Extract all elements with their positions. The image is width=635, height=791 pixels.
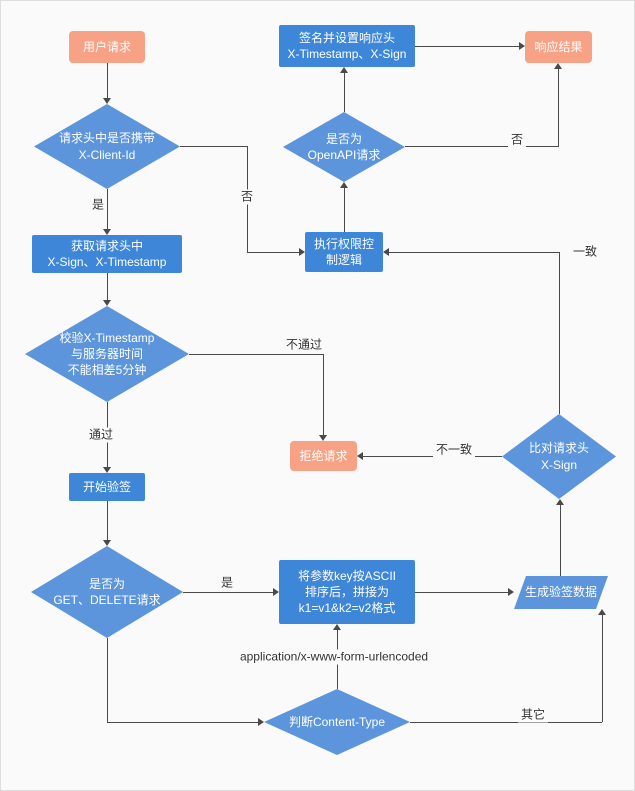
node-check-timestamp-label: 校验X-Timestamp 与服务器时间 不能相差5分钟 xyxy=(59,330,155,378)
node-user-request: 用户请求 xyxy=(69,31,145,63)
flow-line xyxy=(389,252,559,253)
flow-line xyxy=(107,638,108,722)
arrowhead xyxy=(598,609,606,615)
arrowhead xyxy=(340,182,348,188)
flow-line xyxy=(410,722,602,723)
edge-label-content-type-other: 其它 xyxy=(517,707,549,723)
flow-line xyxy=(415,592,508,593)
arrowhead xyxy=(103,467,111,473)
flow-line xyxy=(363,456,502,457)
edge-label-client-id-yes: 是 xyxy=(88,197,108,213)
flow-line xyxy=(247,252,299,253)
arrowhead xyxy=(508,588,514,596)
node-compare-sign-label: 比对请求头 X-Sign xyxy=(528,441,589,472)
node-check-timestamp: 校验X-Timestamp 与服务器时间 不能相差5分钟 xyxy=(25,306,189,402)
flow-line xyxy=(405,146,559,147)
edge-label-client-id-no: 否 xyxy=(237,189,257,205)
node-reject-request: 拒绝请求 xyxy=(290,441,357,471)
edge-label-timestamp-fail: 不通过 xyxy=(282,337,326,353)
node-check-client-id-label: 请求头中是否携带 X-Client-Id xyxy=(58,131,155,162)
flow-line xyxy=(107,189,108,229)
arrowhead xyxy=(554,63,562,69)
node-sign-response: 签名并设置响应头 X-Timestamp、X-Sign xyxy=(279,25,415,67)
flow-line xyxy=(560,505,561,576)
node-check-method-label: 是否为 GET、DELETE请求 xyxy=(53,576,161,607)
flow-line xyxy=(323,354,324,435)
arrowhead xyxy=(103,540,111,546)
edge-label-timestamp-pass: 通过 xyxy=(85,427,117,443)
arrowhead xyxy=(299,248,305,256)
node-check-content-type-label: 判断Content-Type xyxy=(288,714,386,729)
node-start-verify: 开始验签 xyxy=(69,473,145,501)
node-get-headers: 获取请求头中 X-Sign、X-Timestamp xyxy=(32,235,182,273)
arrowhead xyxy=(340,67,348,73)
arrowhead xyxy=(319,435,327,441)
flow-line xyxy=(558,69,559,147)
node-gen-sign-data: 生成验签数据 xyxy=(514,576,608,609)
node-compare-sign: 比对请求头 X-Sign xyxy=(502,414,616,499)
flow-line xyxy=(180,146,247,147)
node-acl-logic: 执行权限控 制逻辑 xyxy=(305,232,383,272)
node-sort-params: 将参数key按ASCII 排序后，拼接为 k1=v1&k2=v2格式 xyxy=(279,560,415,624)
arrowhead xyxy=(383,248,389,256)
arrowhead xyxy=(273,588,279,596)
flow-line xyxy=(107,501,108,540)
node-check-openapi: 是否为 OpenAPI请求 xyxy=(283,112,405,182)
flow-line xyxy=(602,615,603,722)
edge-label-sign-match: 一致 xyxy=(569,244,601,260)
node-check-openapi-label: 是否为 OpenAPI请求 xyxy=(307,131,381,162)
node-check-client-id: 请求头中是否携带 X-Client-Id xyxy=(34,104,180,189)
node-check-method: 是否为 GET、DELETE请求 xyxy=(31,546,183,638)
arrowhead xyxy=(357,452,363,460)
arrowhead xyxy=(258,718,264,726)
flow-line xyxy=(415,46,519,47)
node-response-result: 响应结果 xyxy=(525,31,592,63)
edge-label-openapi-no: 否 xyxy=(507,132,527,148)
flow-line xyxy=(559,252,560,414)
flow-line xyxy=(107,63,108,98)
arrowhead xyxy=(103,98,111,104)
edge-label-content-type-form: application/x-www-form-urlencoded xyxy=(236,649,432,665)
flow-line xyxy=(344,73,345,112)
flow-line xyxy=(107,273,108,300)
arrowhead xyxy=(103,229,111,235)
flow-line xyxy=(344,188,345,232)
flow-line xyxy=(107,722,258,723)
arrowhead xyxy=(519,42,525,50)
arrowhead xyxy=(103,300,111,306)
arrowhead xyxy=(556,499,564,505)
flow-line xyxy=(189,354,323,355)
arrowhead xyxy=(333,624,341,630)
edge-label-method-yes: 是 xyxy=(217,575,237,591)
node-check-content-type: 判断Content-Type xyxy=(264,689,410,755)
edge-label-sign-mismatch: 不一致 xyxy=(432,442,476,458)
flow-line xyxy=(183,592,273,593)
